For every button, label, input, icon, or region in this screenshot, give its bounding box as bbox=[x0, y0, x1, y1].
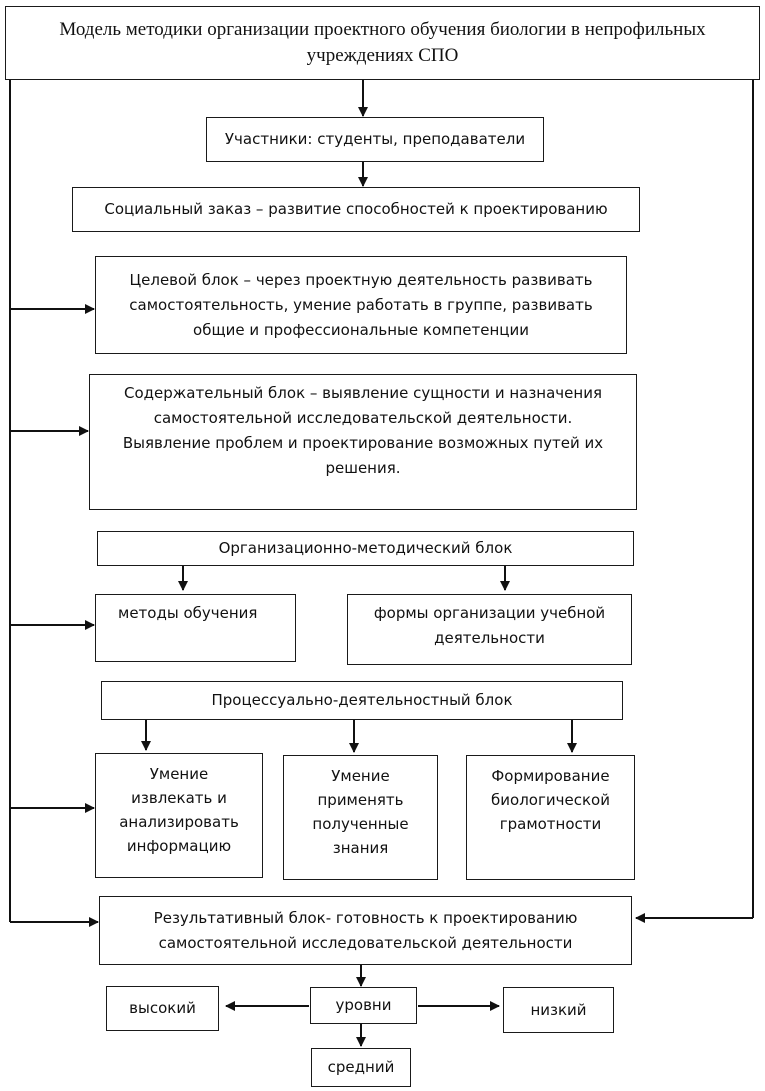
teaching-methods-box: методы обучения bbox=[95, 594, 296, 662]
diagram-title: Модель методики организации проектного о… bbox=[5, 6, 760, 80]
forms-of-organization-box: формы организации учебной деятельности bbox=[347, 594, 632, 665]
level-high-box: высокий bbox=[106, 986, 219, 1031]
bio-literacy-box: Формирование биологической грамотности bbox=[466, 755, 635, 880]
target-block-box: Целевой блок – через проектную деятельно… bbox=[95, 256, 627, 354]
result-block-box: Результативный блок- готовность к проект… bbox=[99, 896, 632, 965]
process-activity-block-box: Процессуально-деятельностный блок bbox=[101, 681, 623, 720]
content-block-box: Содержательный блок – выявление сущности… bbox=[89, 374, 637, 510]
skill-extract-box: Умение извлекать и анализировать информа… bbox=[95, 753, 263, 878]
participants-box: Участники: студенты, преподаватели bbox=[206, 117, 544, 162]
skill-apply-box: Умение применять полученные знания bbox=[283, 755, 438, 880]
social-order-box: Социальный заказ – развитие способностей… bbox=[72, 187, 640, 232]
level-medium-box: средний bbox=[311, 1048, 411, 1087]
level-low-box: низкий bbox=[503, 987, 614, 1033]
org-method-block-box: Организационно-методический блок bbox=[97, 531, 634, 566]
levels-box: уровни bbox=[310, 987, 417, 1024]
